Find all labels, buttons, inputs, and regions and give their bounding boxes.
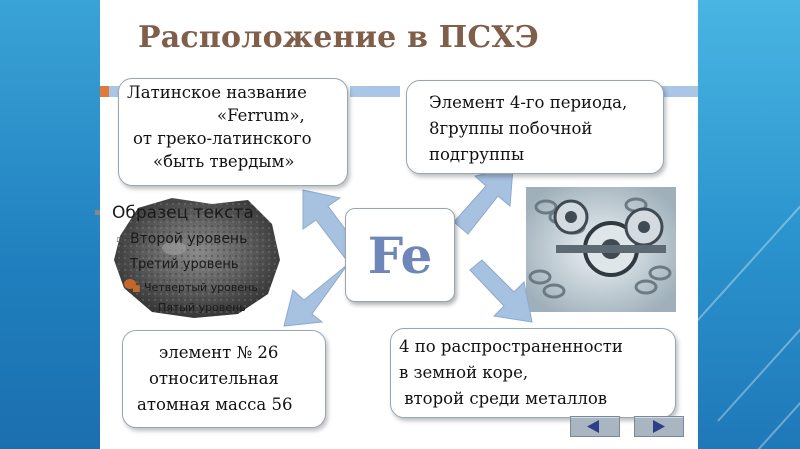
- latin-line-3: от греко-латинского: [133, 129, 312, 148]
- left-background-panel: [0, 0, 100, 449]
- arrow-down-right: [469, 259, 533, 323]
- right-background-panel: [698, 0, 800, 449]
- metal-chains-gears-photo: [526, 187, 676, 312]
- arrow-up-right: [453, 167, 514, 235]
- outline-level2: Второй уровень: [130, 231, 248, 247]
- right-arrow-icon: [653, 420, 665, 433]
- next-slide-button[interactable]: [634, 416, 684, 437]
- title-rule-right: [660, 86, 698, 97]
- prev-slide-button[interactable]: [570, 416, 620, 437]
- outline-level1: Образец текста: [112, 203, 254, 223]
- period-group-box: Элемент 4-го периода, 8группы побочной п…: [406, 80, 664, 174]
- latin-line-2: «Ferrum»,: [217, 106, 305, 125]
- bullet-l2: ▫: [116, 235, 123, 245]
- outline-level3: Третий уровень: [130, 257, 239, 272]
- abundance-line-1: 4 по распространенности: [399, 337, 623, 356]
- latin-line-4: «быть твердым»: [153, 152, 295, 171]
- abundance-box: 4 по распространенности в земной коре, в…: [390, 328, 676, 418]
- latin-name-box: Латинское название «Ferrum», от греко-ла…: [118, 78, 348, 186]
- bullet-l1: ▪: [94, 207, 101, 218]
- atomic-number-box: элемент № 26 относительная атомная масса…: [122, 330, 326, 428]
- outline-level5: Пятый уровень: [158, 301, 246, 314]
- latin-line-1: Латинское название: [127, 83, 307, 102]
- number-line-3: атомная масса 56: [137, 395, 293, 414]
- element-symbol: Fe: [367, 225, 433, 285]
- iron-ore-photo: [114, 198, 280, 318]
- arrow-down-left: [283, 263, 349, 327]
- outline-level4: Четвертый уровень: [144, 281, 258, 294]
- bullet-l4: ■: [132, 284, 141, 294]
- title-rule-accent: [100, 86, 109, 97]
- period-line-1: Элемент 4-го периода,: [429, 93, 628, 112]
- period-line-2: 8группы побочной: [429, 119, 593, 138]
- left-arrow-icon: [587, 420, 599, 433]
- slide-canvas: Расположение в ПСХЭ: [94, 0, 698, 449]
- abundance-line-2: в земной коре,: [399, 363, 529, 382]
- title-rule-left: [109, 86, 121, 97]
- abundance-line-3: второй среди металлов: [399, 389, 608, 408]
- period-line-3: подгруппы: [429, 145, 525, 164]
- title-rule-middle: [350, 86, 400, 97]
- number-line-2: относительная: [149, 369, 279, 388]
- element-symbol-box: Fe: [345, 208, 455, 302]
- number-line-1: элемент № 26: [159, 343, 279, 362]
- bullet-l3: ▫: [116, 261, 123, 271]
- slide-title: Расположение в ПСХЭ: [138, 20, 539, 55]
